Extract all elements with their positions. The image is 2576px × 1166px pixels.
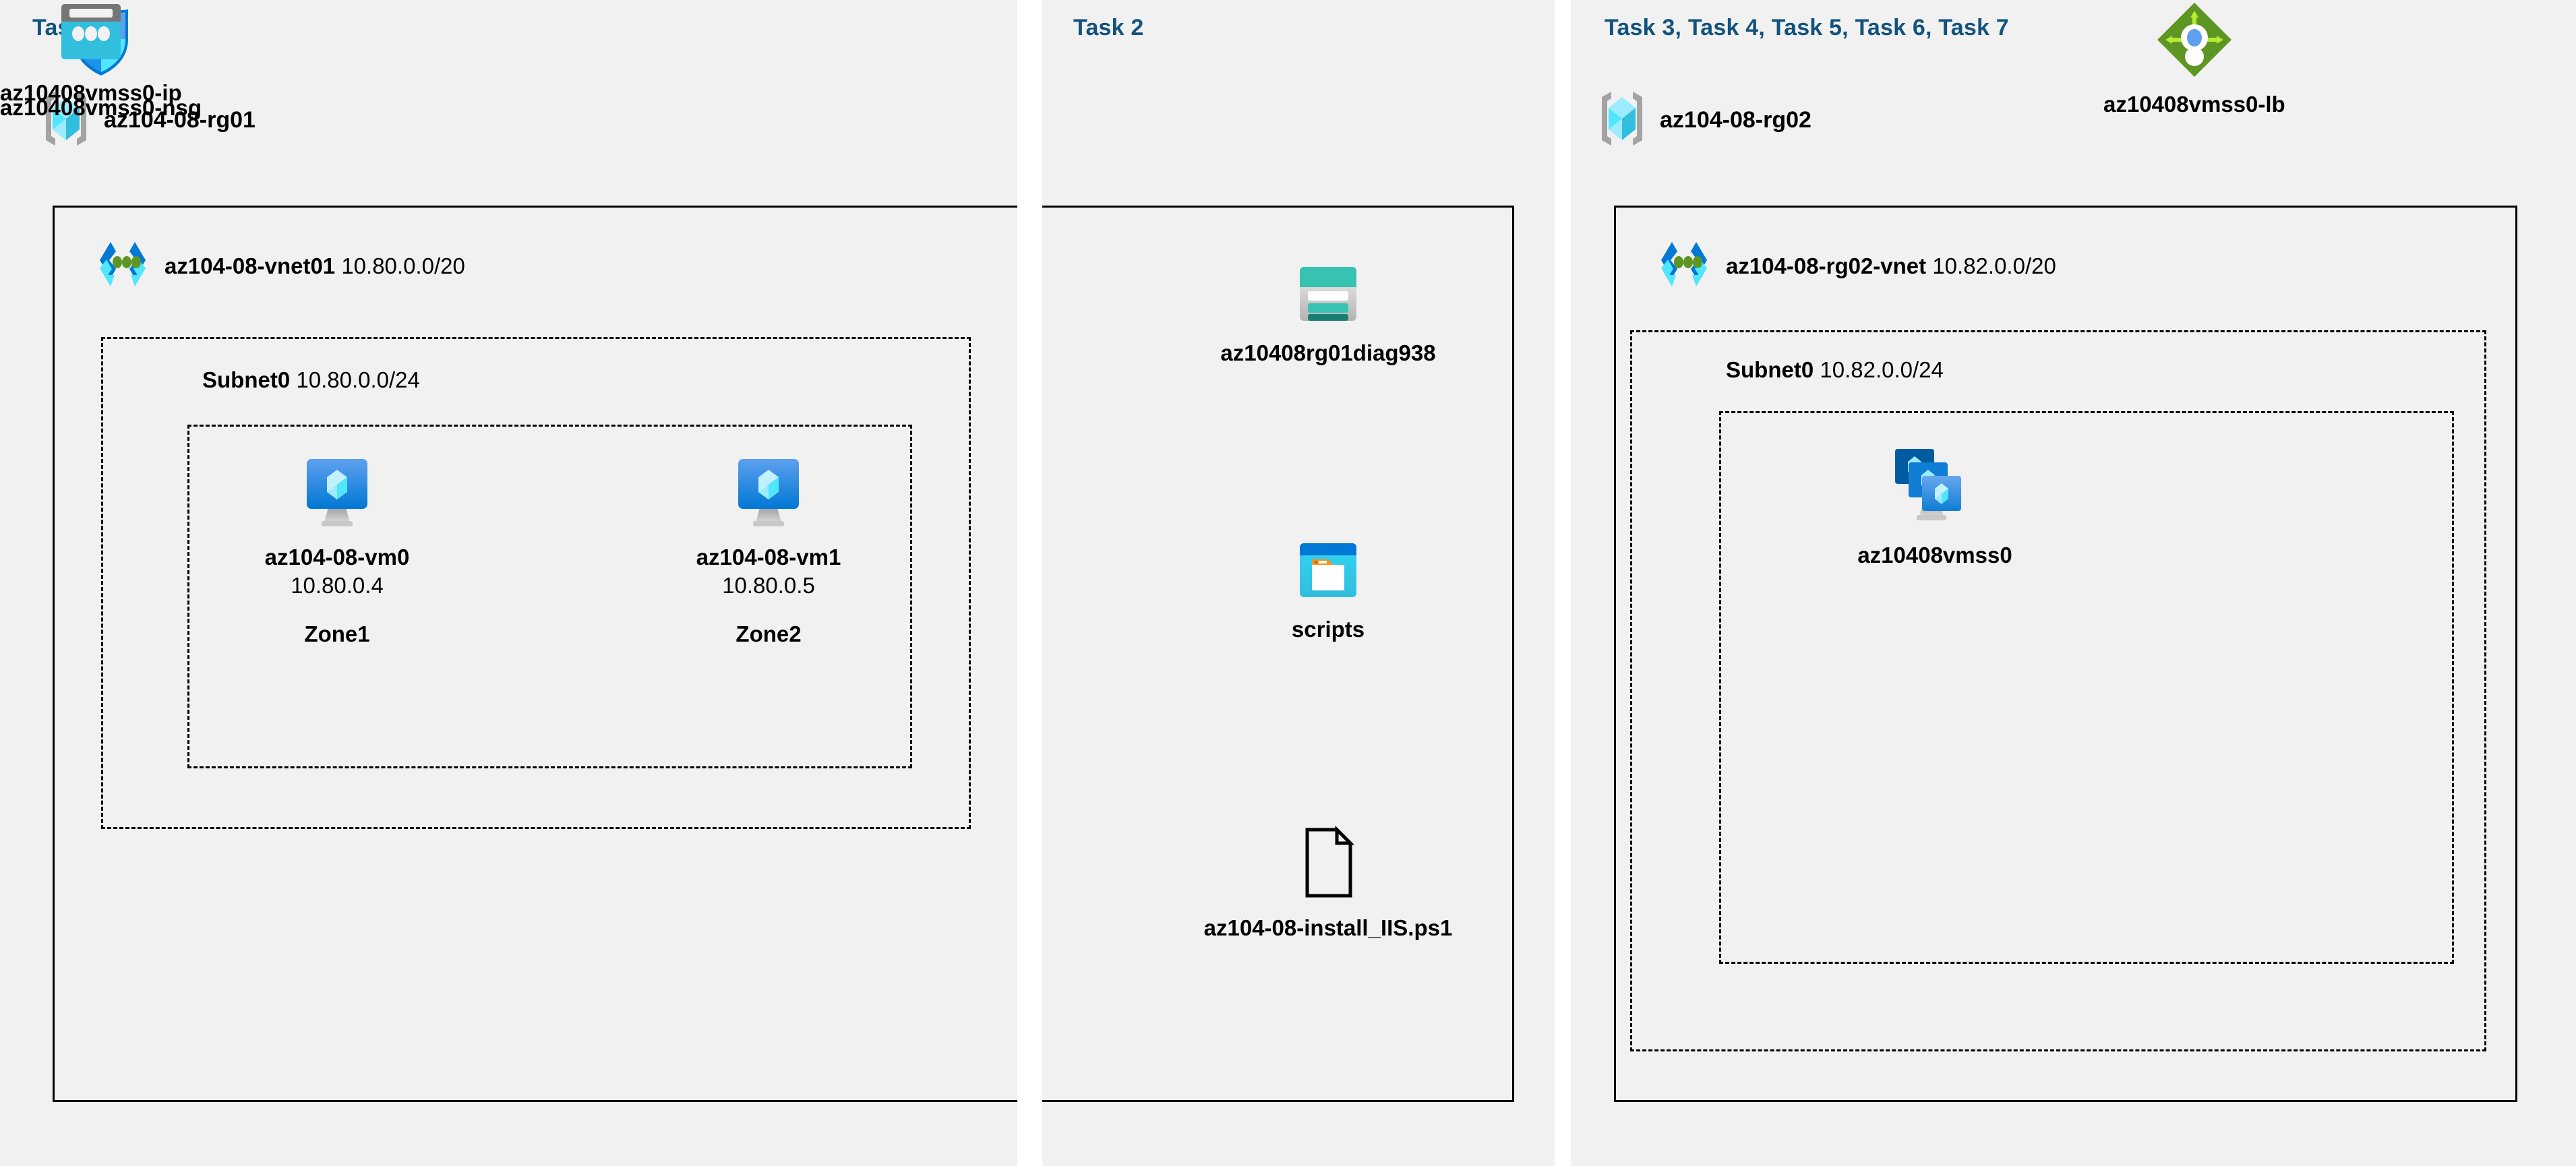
script-file-node: az104-08-install_IIS.ps1 — [1079, 825, 1578, 941]
vm-scale-set-icon — [1890, 445, 1980, 530]
subnet0-left-label: Subnet0 10.80.0.0/24 — [202, 367, 420, 393]
resource-group-icon — [1596, 88, 1648, 153]
blob-container-name: scripts — [1291, 617, 1365, 642]
task1-panel — [0, 0, 1017, 1166]
resource-group-label: az104-08-rg01 — [104, 107, 256, 133]
blob-container-node: scripts — [1139, 539, 1517, 642]
vnet02-name: az104-08-rg02-vnet — [1726, 253, 1927, 278]
vm-scale-set-node: az10408vmss0 — [1780, 445, 2090, 568]
load-balancer-name: az10408vmss0-lb — [2103, 92, 2285, 117]
vnet01-cidr: 10.80.0.0/20 — [341, 253, 465, 278]
vnet02-boundary — [1614, 206, 2517, 1102]
script-file-name: az104-08-install_IIS.ps1 — [1203, 915, 1453, 940]
virtual-machine-icon — [301, 455, 373, 532]
task2-panel — [1042, 0, 1555, 1166]
blob-container-icon — [1296, 539, 1360, 605]
public-ip-address-name: az10408vmss0-ip — [0, 80, 182, 105]
virtual-network-icon — [94, 239, 151, 293]
zone-group-boundary — [187, 425, 912, 768]
vm-zone: Zone1 — [304, 621, 370, 646]
task3-panel — [1571, 0, 2576, 1166]
virtual-network-icon — [1656, 239, 1712, 293]
subnet0-right-cidr: 10.82.0.0/24 — [1820, 357, 1944, 382]
task2-title: Task 2 — [1073, 15, 1144, 40]
subnet0-right-label: Subnet0 10.82.0.0/24 — [1726, 357, 1944, 383]
public-ip-address-icon — [57, 0, 125, 68]
virtual-machine-icon — [733, 455, 804, 532]
subnet0-left-boundary — [101, 337, 971, 829]
vm-node-az104-08-vm1: az104-08-vm1 10.80.0.5 Zone2 — [654, 455, 883, 647]
resource-group-row-rg02: az104-08-rg02 — [1596, 88, 1811, 153]
vm-zone: Zone2 — [736, 621, 802, 646]
network-security-group-name: az10408vmss0-nsg — [0, 95, 202, 120]
vnet01-name: az104-08-vnet01 — [164, 253, 336, 278]
vm-ip: 10.80.0.5 — [722, 573, 815, 598]
task2-boundary — [1042, 206, 1514, 1102]
load-balancer-node: az10408vmss0-lb — [2103, 0, 2285, 117]
task3-title: Task 3, Task 4, Task 5, Task 6, Task 7 — [1605, 15, 2009, 40]
subnet0-left-cidr: 10.80.0.0/24 — [296, 367, 420, 392]
subnet0-right-boundary — [1630, 330, 2486, 1051]
vnet01-header: az104-08-vnet01 10.80.0.0/20 — [94, 239, 465, 293]
storage-account-icon — [1296, 263, 1360, 328]
script-file-icon — [1298, 825, 1358, 903]
load-balancer-icon — [2155, 0, 2234, 80]
vm-node-az104-08-vm0: az104-08-vm0 10.80.0.4 Zone1 — [222, 455, 452, 647]
subnet0-right-name: Subnet0 — [1726, 357, 1814, 382]
storage-account-name: az10408rg01diag938 — [1220, 340, 1436, 365]
vnet01-boundary — [53, 206, 1017, 1102]
resource-group-row-rg01: az104-08-rg01 — [40, 88, 256, 153]
vm-ip: 10.80.0.4 — [291, 573, 384, 598]
resource-group-icon — [40, 88, 92, 153]
vnet02-header: az104-08-rg02-vnet 10.82.0.0/20 — [1656, 239, 2056, 293]
vmss-group-boundary — [1719, 411, 2454, 964]
public-ip-address-node: az10408vmss0-ip — [0, 0, 182, 106]
vm-scale-set-name: az10408vmss0 — [1857, 543, 2012, 567]
vnet02-cidr: 10.82.0.0/20 — [1932, 253, 2056, 278]
vm-name: az104-08-vm1 — [696, 545, 841, 570]
storage-account-node: az10408rg01diag938 — [1139, 263, 1517, 366]
resource-group-label: az104-08-rg02 — [1660, 107, 1811, 133]
vm-name: az104-08-vm0 — [264, 545, 410, 570]
subnet0-left-name: Subnet0 — [202, 367, 291, 392]
